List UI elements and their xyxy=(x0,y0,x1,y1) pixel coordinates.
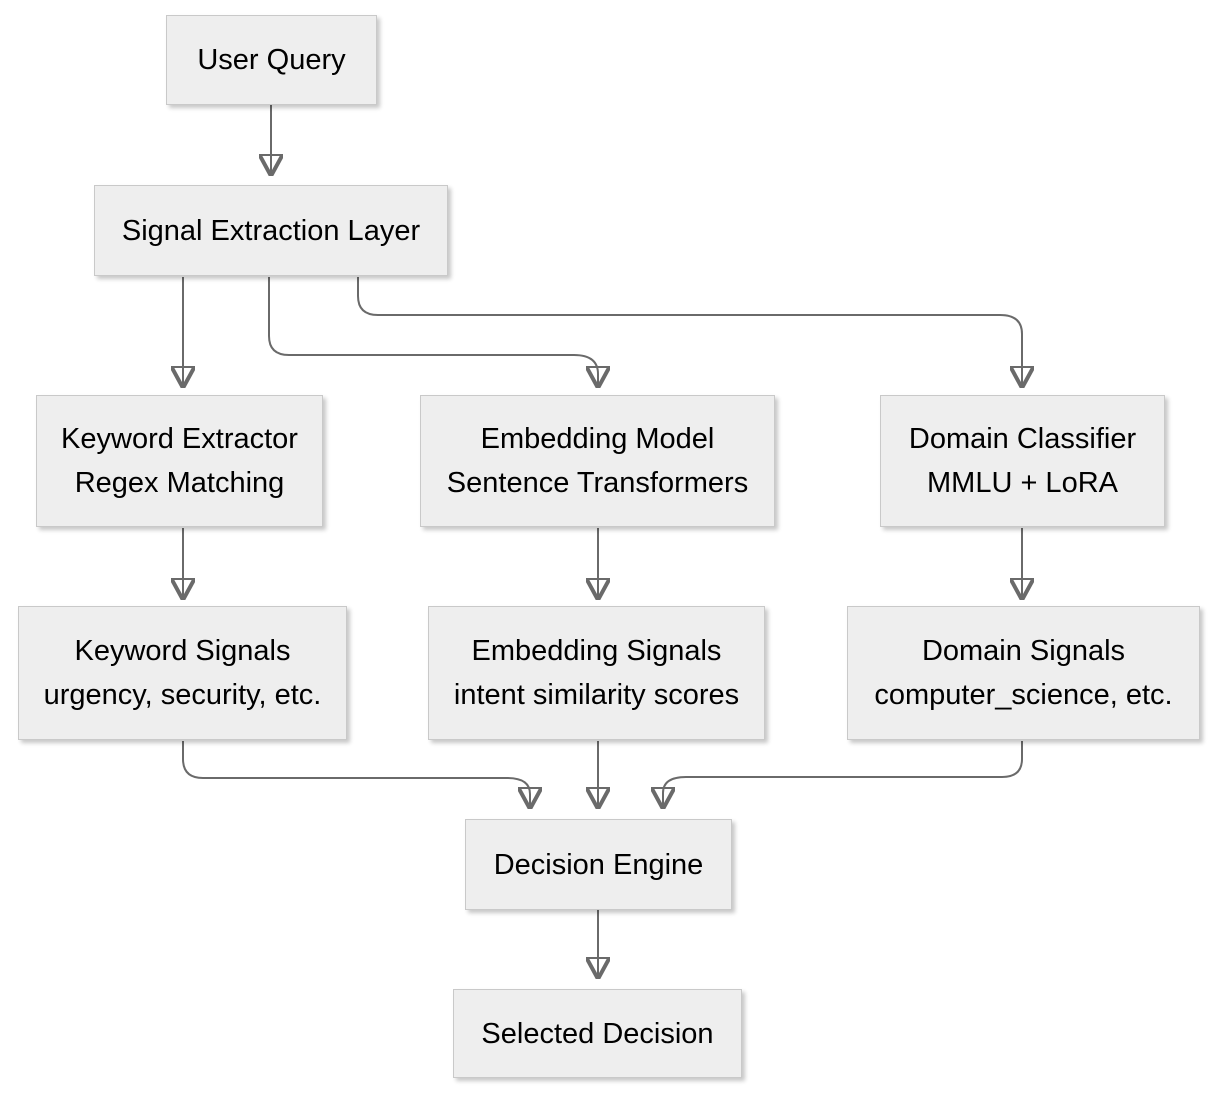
node-embedding-signals: Embedding Signals intent similarity scor… xyxy=(428,606,765,740)
node-sublabel: urgency, security, etc. xyxy=(43,679,322,711)
edge-keyword-signals-to-decision-engine xyxy=(182,741,530,805)
edge-domain-signals-to-decision-engine xyxy=(663,741,1023,805)
node-keyword-signals: Keyword Signals urgency, security, etc. xyxy=(18,606,347,740)
node-label: Selected Decision xyxy=(481,1017,714,1050)
node-keyword-extractor: Keyword Extractor Regex Matching xyxy=(36,395,323,527)
node-label: Keyword Extractor xyxy=(61,423,298,455)
node-selected-decision: Selected Decision xyxy=(453,989,742,1078)
node-domain-signals: Domain Signals computer_science, etc. xyxy=(847,606,1200,740)
node-signal-extraction-layer: Signal Extraction Layer xyxy=(94,185,448,276)
node-label: Embedding Model xyxy=(480,423,715,455)
node-label: Keyword Signals xyxy=(74,635,291,667)
node-label: User Query xyxy=(197,44,346,76)
node-label: Embedding Signals xyxy=(471,635,722,667)
node-decision-engine: Decision Engine xyxy=(465,819,732,910)
node-sublabel: computer_science, etc. xyxy=(874,679,1173,711)
node-sublabel: Regex Matching xyxy=(74,467,285,499)
node-embedding-model: Embedding Model Sentence Transformers xyxy=(420,395,775,527)
node-domain-classifier: Domain Classifier MMLU + LoRA xyxy=(880,395,1165,527)
node-label: Domain Signals xyxy=(921,635,1126,667)
node-label: Signal Extraction Layer xyxy=(121,214,421,247)
node-user-query: User Query xyxy=(166,15,377,105)
node-sublabel: MMLU + LoRA xyxy=(927,467,1118,499)
edge-signal-extraction-to-domain-classifier xyxy=(357,277,1022,384)
node-label: Domain Classifier xyxy=(908,423,1137,455)
node-label: Decision Engine xyxy=(493,848,704,881)
edge-signal-extraction-to-embedding-model xyxy=(268,277,598,384)
node-sublabel: Sentence Transformers xyxy=(446,467,749,499)
node-sublabel: intent similarity scores xyxy=(453,679,740,711)
